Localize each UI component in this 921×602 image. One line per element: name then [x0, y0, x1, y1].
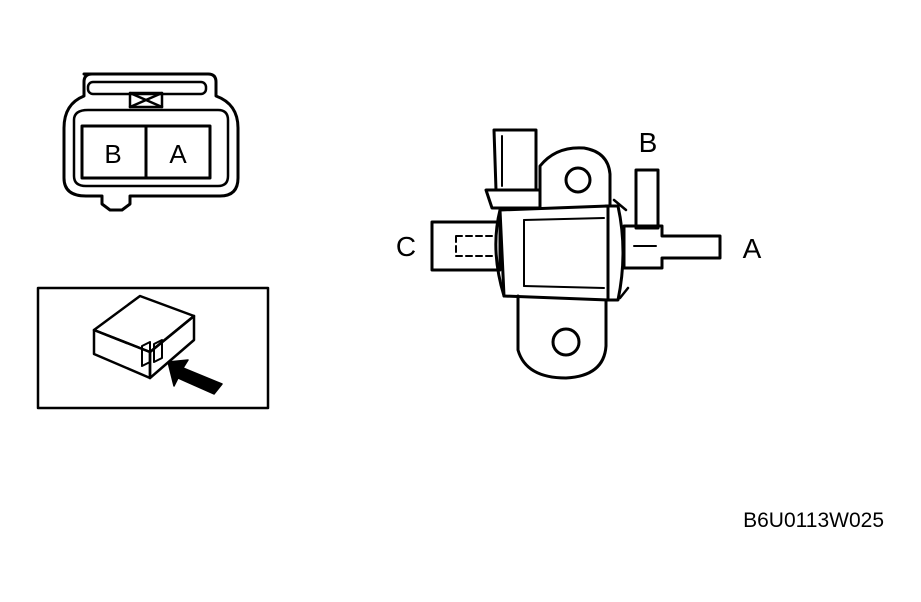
latch-x-box	[128, 91, 164, 109]
view-direction-arrow-icon	[167, 359, 223, 395]
solenoid-connector-boss-base	[484, 188, 542, 210]
lower-mount-hole	[551, 327, 581, 357]
pin-cavity-a	[144, 124, 212, 180]
connector-face-view: B A	[62, 72, 240, 212]
connector-block-pin-2	[153, 339, 163, 363]
inset-frame	[36, 286, 270, 410]
upper-mount-hole	[564, 166, 592, 194]
connector-housing-outline	[62, 72, 240, 212]
figure-code: B6U0113W025	[743, 509, 884, 532]
port-a-nipple	[622, 224, 722, 270]
right-clamp-clip-top	[612, 198, 630, 300]
port-b-nipple	[634, 168, 660, 230]
view-direction-inset	[36, 286, 270, 410]
connector-block-pin-1	[141, 341, 151, 367]
latch-x-line-2	[128, 91, 164, 109]
port-b-label: B	[639, 127, 658, 158]
port-a-label: A	[743, 233, 762, 264]
solenoid-body-front-edge	[494, 208, 506, 298]
port-c-label: C	[396, 231, 416, 262]
solenoid-connector-boss	[492, 128, 538, 192]
solenoid-body-band-1	[523, 217, 605, 221]
port-c-bore	[455, 235, 493, 257]
port-c-nipple	[430, 220, 502, 272]
connector-pin-a-label: A	[169, 139, 187, 169]
connector-block-top	[92, 294, 196, 354]
connector-inner-wall	[72, 108, 230, 188]
solenoid-body-band-2	[523, 285, 605, 289]
upper-mounting-bracket	[538, 146, 612, 208]
solenoid-valve	[430, 128, 722, 380]
connector-pin-b-label: B	[104, 139, 121, 169]
lower-mounting-bracket	[516, 294, 608, 380]
connector-block-side	[148, 314, 196, 380]
